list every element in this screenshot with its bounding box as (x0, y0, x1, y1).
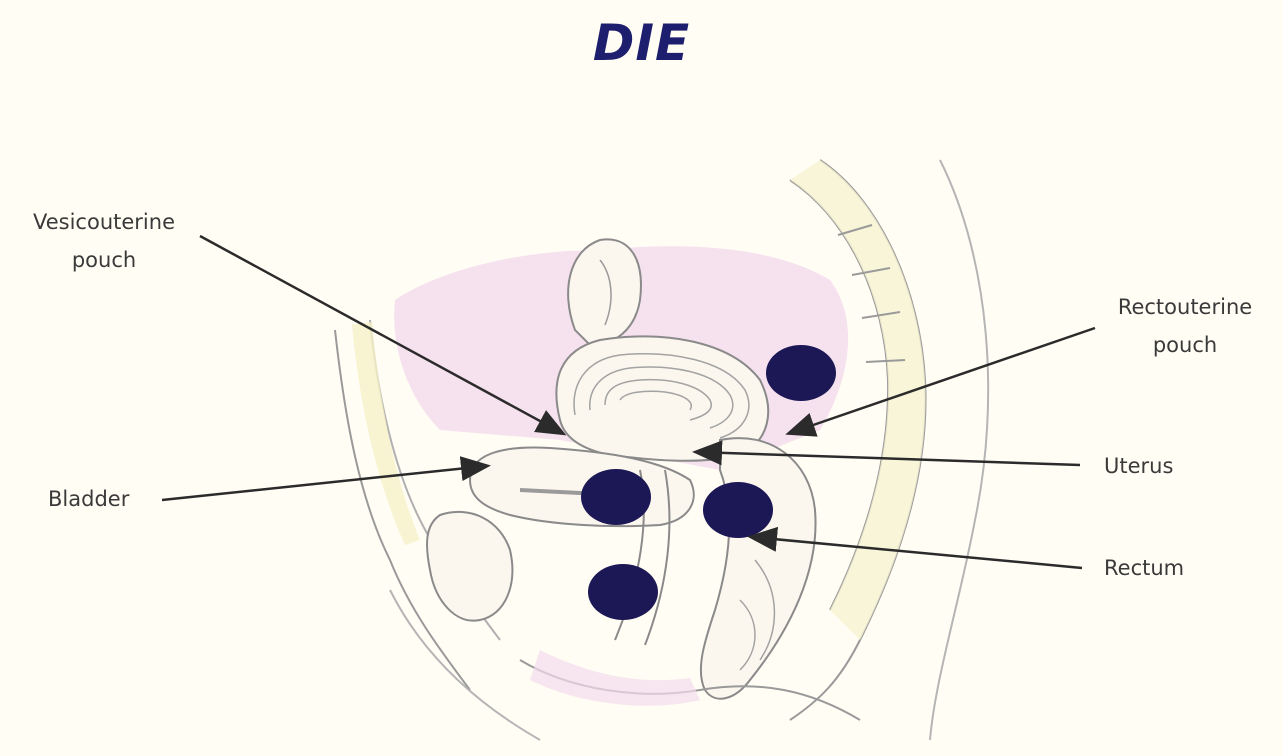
label-vesicouterine-line1: Vesicouterine (14, 208, 194, 236)
arrow-bladder (162, 466, 486, 500)
label-uterus: Uterus (1104, 452, 1173, 480)
lesion-vaginal (588, 564, 658, 620)
label-rectum: Rectum (1104, 554, 1184, 582)
label-rectouterine-line2: pouch (1095, 331, 1275, 359)
rectum-organ (701, 438, 816, 699)
label-vesicouterine-pouch: Vesicouterine pouch (14, 208, 194, 274)
label-rectouterine-line1: Rectouterine (1095, 293, 1275, 321)
back-skin-line (930, 160, 988, 740)
label-bladder: Bladder (48, 485, 129, 513)
perineum-pink (530, 650, 700, 706)
lesion-vesicouterine (581, 469, 651, 525)
lesion-rectovaginal (703, 482, 773, 538)
label-vesicouterine-line2: pouch (14, 246, 194, 274)
label-rectouterine-pouch: Rectouterine pouch (1095, 293, 1275, 359)
pubic-bone (427, 512, 512, 621)
lesion-rectouterine (766, 345, 836, 401)
